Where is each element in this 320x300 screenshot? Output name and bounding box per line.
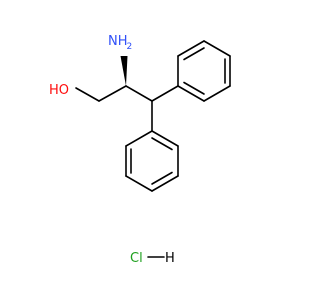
amino-n: N [108, 34, 118, 49]
amino-label: NH2 [108, 34, 132, 52]
bond-ch2-c2 [98, 85, 127, 102]
ring1-bond [203, 40, 231, 57]
amino-h: H [118, 34, 128, 49]
amino-subscript: 2 [127, 42, 133, 52]
bond-c3-phenyl1 [151, 85, 179, 102]
ring1-double-bond [183, 47, 205, 61]
ring1-bond [177, 85, 205, 102]
ring2-bond [151, 130, 179, 147]
ring2-double-bond [151, 137, 173, 151]
wedge-bond-c2-n [120, 56, 128, 86]
bond-c2-c3 [125, 85, 153, 102]
ring2-bond [151, 175, 179, 192]
hydrogen-label: H [165, 251, 175, 266]
ring1-double-bond [183, 81, 205, 95]
ring1-bond [203, 85, 231, 102]
hydroxyl-label: HO [49, 83, 69, 98]
phenyl-ring-lower [125, 130, 179, 192]
chlorine-label: Cl [130, 251, 143, 266]
ring1-bond [177, 40, 205, 57]
backbone-bonds [75, 56, 179, 132]
bond-o-ch2 [75, 87, 100, 102]
phenyl-ring-upper [177, 40, 231, 102]
molecule-structure-diagram: HO NH2 Cl H [49, 34, 231, 266]
ring2-double-bond [151, 171, 173, 185]
ring2-bond [125, 175, 153, 192]
ring2-bond [125, 130, 153, 147]
